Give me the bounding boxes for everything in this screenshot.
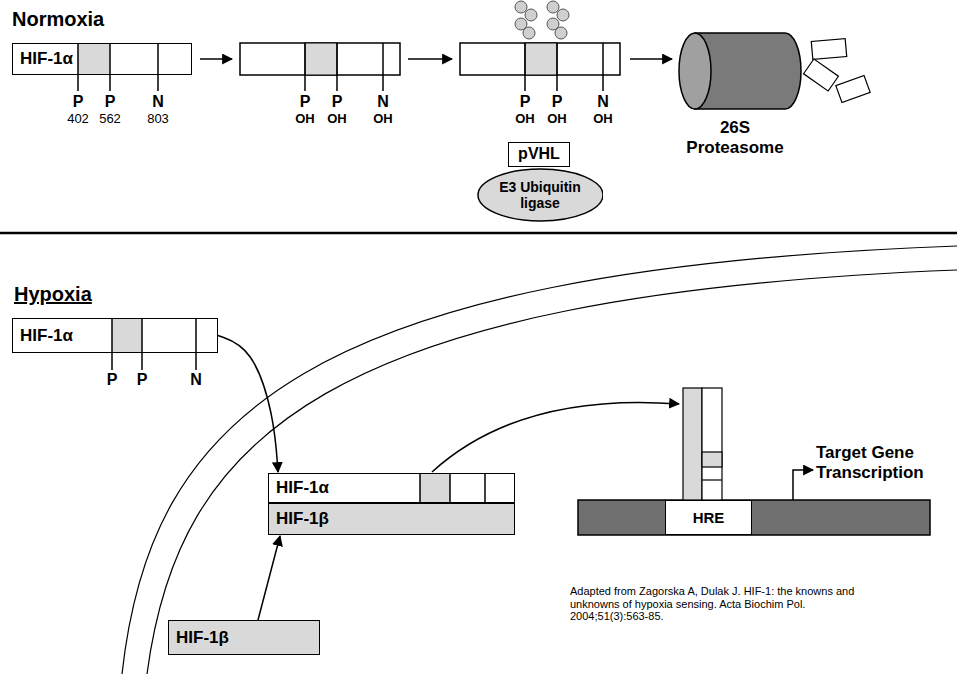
- ligase-ellipse: E3 Ubiquitin ligase: [477, 168, 604, 222]
- proteasome-label: 26S Proteasome: [675, 118, 795, 157]
- odd-domain: [420, 473, 450, 503]
- site-tick: [195, 318, 197, 370]
- step-arrow: [630, 58, 672, 60]
- bound-odd-domain: [702, 452, 722, 467]
- site-tick: [141, 318, 143, 370]
- ubiquitin: [515, 1, 527, 13]
- residue-number: 803: [147, 112, 169, 127]
- odd-domain: [525, 43, 557, 75]
- residue-letter: P: [332, 93, 343, 111]
- dna-strand: [578, 500, 930, 535]
- node-text: HIF-1α: [20, 326, 73, 346]
- node-text: HIF-1α: [20, 49, 73, 69]
- residue-letter: N: [377, 93, 389, 111]
- hydroxyl-mark: OH: [327, 112, 347, 127]
- bound-beta: [683, 388, 702, 500]
- protein-box: [460, 43, 620, 75]
- hydroxyl-mark: OH: [515, 112, 535, 127]
- cell-membrane: [122, 246, 957, 674]
- alpha-subunit: HIF-1α: [268, 473, 515, 503]
- section-divider: [0, 232, 957, 235]
- beta-box: HIF-1β: [168, 620, 320, 655]
- reaction-arrow: [258, 536, 280, 620]
- ellipse-shape: [478, 169, 603, 221]
- residue-letter: P: [73, 93, 84, 111]
- ubiquitin: [547, 1, 559, 13]
- proteasome-face: [679, 33, 711, 109]
- residue-letter: N: [152, 93, 164, 111]
- ubiquitin: [525, 9, 537, 21]
- hydroxyl-mark: OH: [593, 112, 613, 127]
- node-text: HIF-1β: [276, 509, 329, 529]
- residue-letter: P: [107, 371, 118, 389]
- peptide-fragment: [836, 75, 870, 102]
- hydroxyl-mark: OH: [547, 112, 567, 127]
- binding-arrow: [432, 402, 679, 472]
- ubiquitin: [555, 27, 567, 39]
- odd-domain: [112, 318, 142, 353]
- domain-border: [484, 473, 486, 503]
- residue-letter: P: [300, 93, 311, 111]
- hre-box: HRE: [665, 500, 752, 535]
- residue-number: 402: [67, 112, 89, 127]
- hydroxyl-mark: OH: [373, 112, 393, 127]
- nuclear-membrane: [147, 270, 957, 674]
- site-tick: [111, 318, 113, 370]
- step-arrow: [408, 58, 452, 60]
- section-title: Hypoxia: [14, 283, 92, 306]
- residue-number: 562: [99, 112, 121, 127]
- site-tick: [336, 43, 338, 91]
- residue-letter: P: [137, 371, 148, 389]
- bound-alpha: [702, 388, 722, 500]
- site-tick: [77, 43, 79, 91]
- residue-letter: P: [552, 93, 563, 111]
- site-tick: [556, 43, 558, 91]
- residue-letter: P: [105, 93, 116, 111]
- site-tick: [602, 43, 604, 91]
- node-text: HIF-1α: [276, 478, 329, 498]
- ubiquitin: [557, 9, 569, 21]
- site-tick: [382, 43, 384, 91]
- residue-letter: N: [597, 93, 609, 111]
- protein-box: HIF-1α: [12, 318, 218, 353]
- reaction-arrow: [218, 336, 278, 473]
- peptide-fragment: [804, 59, 839, 91]
- citation-note: Adapted from Zagorska A, Dulak J. HIF-1:…: [570, 585, 875, 623]
- site-tick: [304, 43, 306, 91]
- pvhl-box: pVHL: [508, 142, 570, 167]
- domain-border: [702, 479, 722, 480]
- node-text: E3 Ubiquitin ligase: [494, 179, 586, 211]
- domain-border: [419, 473, 421, 503]
- site-tick: [109, 43, 111, 91]
- odd-domain: [305, 43, 337, 75]
- protein-box: HIF-1α: [12, 43, 192, 75]
- step-arrow: [200, 58, 232, 60]
- odd-domain: [78, 43, 110, 75]
- site-tick: [157, 43, 159, 91]
- residue-letter: N: [190, 371, 202, 389]
- output-label: Target Gene Transcription: [816, 443, 951, 482]
- node-text: HIF-1β: [176, 628, 229, 648]
- section-title: Normoxia: [12, 8, 104, 31]
- residue-letter: P: [520, 93, 531, 111]
- beta-subunit: HIF-1β: [268, 503, 515, 535]
- hydroxyl-mark: OH: [295, 112, 315, 127]
- protein-box: [240, 43, 400, 75]
- node-text: HRE: [693, 509, 725, 526]
- ubiquitin: [523, 27, 535, 39]
- transcription-arrow: [793, 470, 813, 500]
- site-tick: [524, 43, 526, 91]
- node-text: pVHL: [518, 145, 560, 163]
- domain-border: [449, 473, 451, 503]
- peptide-fragment: [811, 39, 846, 60]
